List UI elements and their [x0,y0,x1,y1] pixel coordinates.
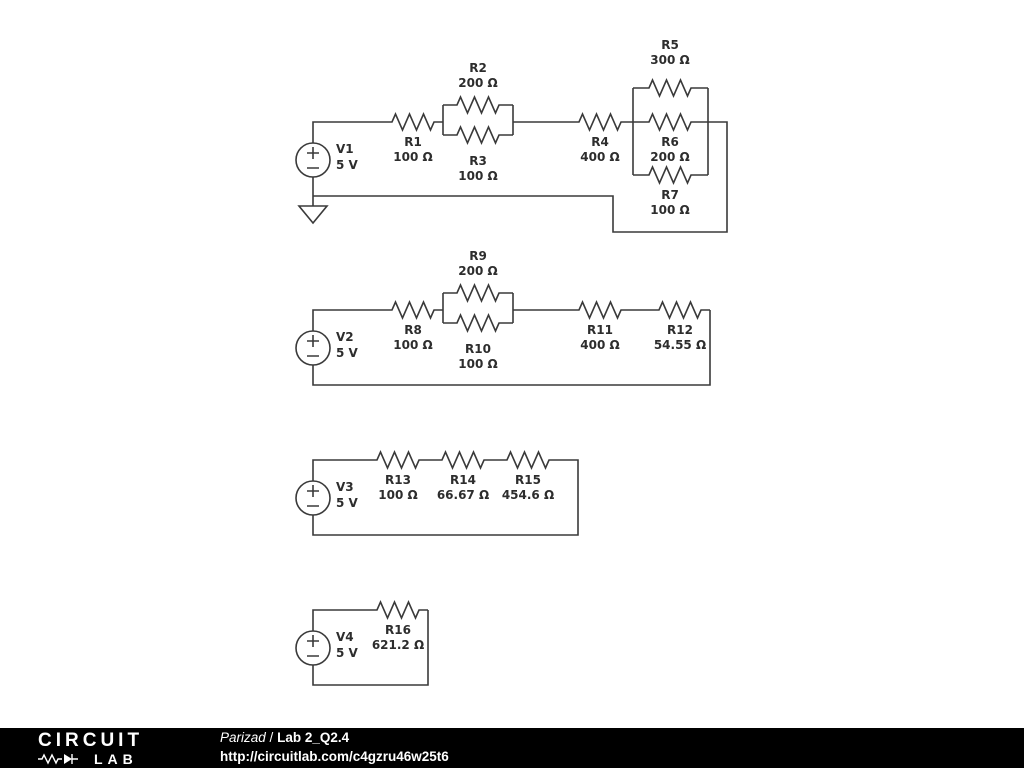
byline-separator: / [269,730,274,746]
resistor-name-label: R13 [385,473,411,487]
circuit-1-wires [312,87,728,233]
resistor-R16-symbol [367,601,429,619]
resistor-value-label: 454.6 Ω [502,488,554,502]
resistor-name-label: R7 [661,188,679,202]
voltage-source-V3-symbol [295,480,331,516]
resistor-R1-symbol [382,113,444,131]
resistor-R15-symbol [497,451,559,469]
circuit-2: V2 5 V R8 100 Ω R9 200 Ω R10 100 Ω R11 4… [295,249,711,386]
footer-bar: CIRCUIT LAB Parizad / Lab 2_Q2.4 http://… [0,728,1024,768]
schematic-byline: Parizad / Lab 2_Q2.4 [220,729,449,748]
resistor-R5-symbol [639,79,701,97]
resistor-value-label: 100 Ω [393,150,432,164]
source-value-label: 5 V [336,496,359,510]
resistor-name-label: R3 [469,154,487,168]
logo-text-circuit: CIRCUIT [38,729,144,751]
footer-meta: Parizad / Lab 2_Q2.4 http://circuitlab.c… [220,729,449,767]
resistor-R13-symbol [367,451,429,469]
resistor-R10-symbol [447,314,509,332]
resistor-name-label: R15 [515,473,541,487]
circuit-4-wires [312,609,429,686]
circuit-3: V3 5 V R13 100 Ω R14 66.67 Ω R15 454.6 Ω [295,451,579,536]
resistor-R9-symbol [447,284,509,302]
resistor-name-label: R9 [469,249,487,263]
circuit-4: V4 5 V R16 621.2 Ω [295,601,429,686]
source-name-label: V2 [336,330,354,344]
source-name-label: V1 [336,142,354,156]
resistor-value-label: 400 Ω [580,150,619,164]
resistor-R14-symbol [432,451,494,469]
resistor-name-label: R10 [465,342,491,356]
source-value-label: 5 V [336,346,359,360]
logo-text-lab: LAB [94,750,138,767]
resistor-R7-symbol [639,166,701,184]
resistor-name-label: R14 [450,473,476,487]
resistor-R11-symbol [569,301,631,319]
source-value-label: 5 V [336,158,359,172]
circuit-3-wires [312,459,579,536]
source-name-label: V4 [336,630,354,644]
resistor-name-label: R11 [587,323,613,337]
source-value-label: 5 V [336,646,359,660]
voltage-source-V1-symbol [295,142,331,178]
author-name: Parizad [220,730,266,746]
voltage-source-V4-symbol [295,630,331,666]
schematic-title: Lab 2_Q2.4 [277,730,350,746]
resistor-value-label: 100 Ω [378,488,417,502]
resistor-value-label: 100 Ω [650,203,689,217]
resistor-value-label: 200 Ω [458,264,497,278]
circuit-1: V1 5 V R1 100 Ω R2 200 Ω R3 100 Ω R4 400… [295,38,728,233]
resistor-value-label: 100 Ω [458,357,497,371]
resistor-value-label: 66.67 Ω [437,488,489,502]
resistor-name-label: R1 [404,135,422,149]
resistor-R6-symbol [639,113,701,131]
resistor-R8-symbol [382,301,444,319]
schematic-canvas: V1 5 V R1 100 Ω R2 200 Ω R3 100 Ω R4 400… [295,38,728,686]
resistor-name-label: R16 [385,623,411,637]
schematic-url: http://circuitlab.com/c4gzru46w25t6 [220,749,449,764]
resistor-name-label: R5 [661,38,679,52]
resistor-value-label: 54.55 Ω [654,338,706,352]
circuitlab-logo: CIRCUIT LAB [38,731,188,766]
resistor-R12-symbol [649,301,711,319]
resistor-value-label: 300 Ω [650,53,689,67]
resistor-name-label: R12 [667,323,693,337]
voltage-source-V2-symbol [295,330,331,366]
resistor-R4-symbol [569,113,631,131]
resistor-value-label: 100 Ω [458,169,497,183]
resistor-value-label: 200 Ω [650,150,689,164]
resistor-diode-icon [38,752,78,765]
resistor-R2-symbol [447,96,509,114]
resistor-value-label: 400 Ω [580,338,619,352]
resistor-value-label: 100 Ω [393,338,432,352]
resistor-name-label: R4 [591,135,609,149]
resistor-R3-symbol [447,126,509,144]
resistor-value-label: 621.2 Ω [372,638,424,652]
resistor-name-label: R8 [404,323,422,337]
circuit-2-wires [312,292,711,386]
source-name-label: V3 [336,480,354,494]
resistor-value-label: 200 Ω [458,76,497,90]
ground-icon [298,205,328,224]
resistor-name-label: R6 [661,135,679,149]
resistor-name-label: R2 [469,61,487,75]
